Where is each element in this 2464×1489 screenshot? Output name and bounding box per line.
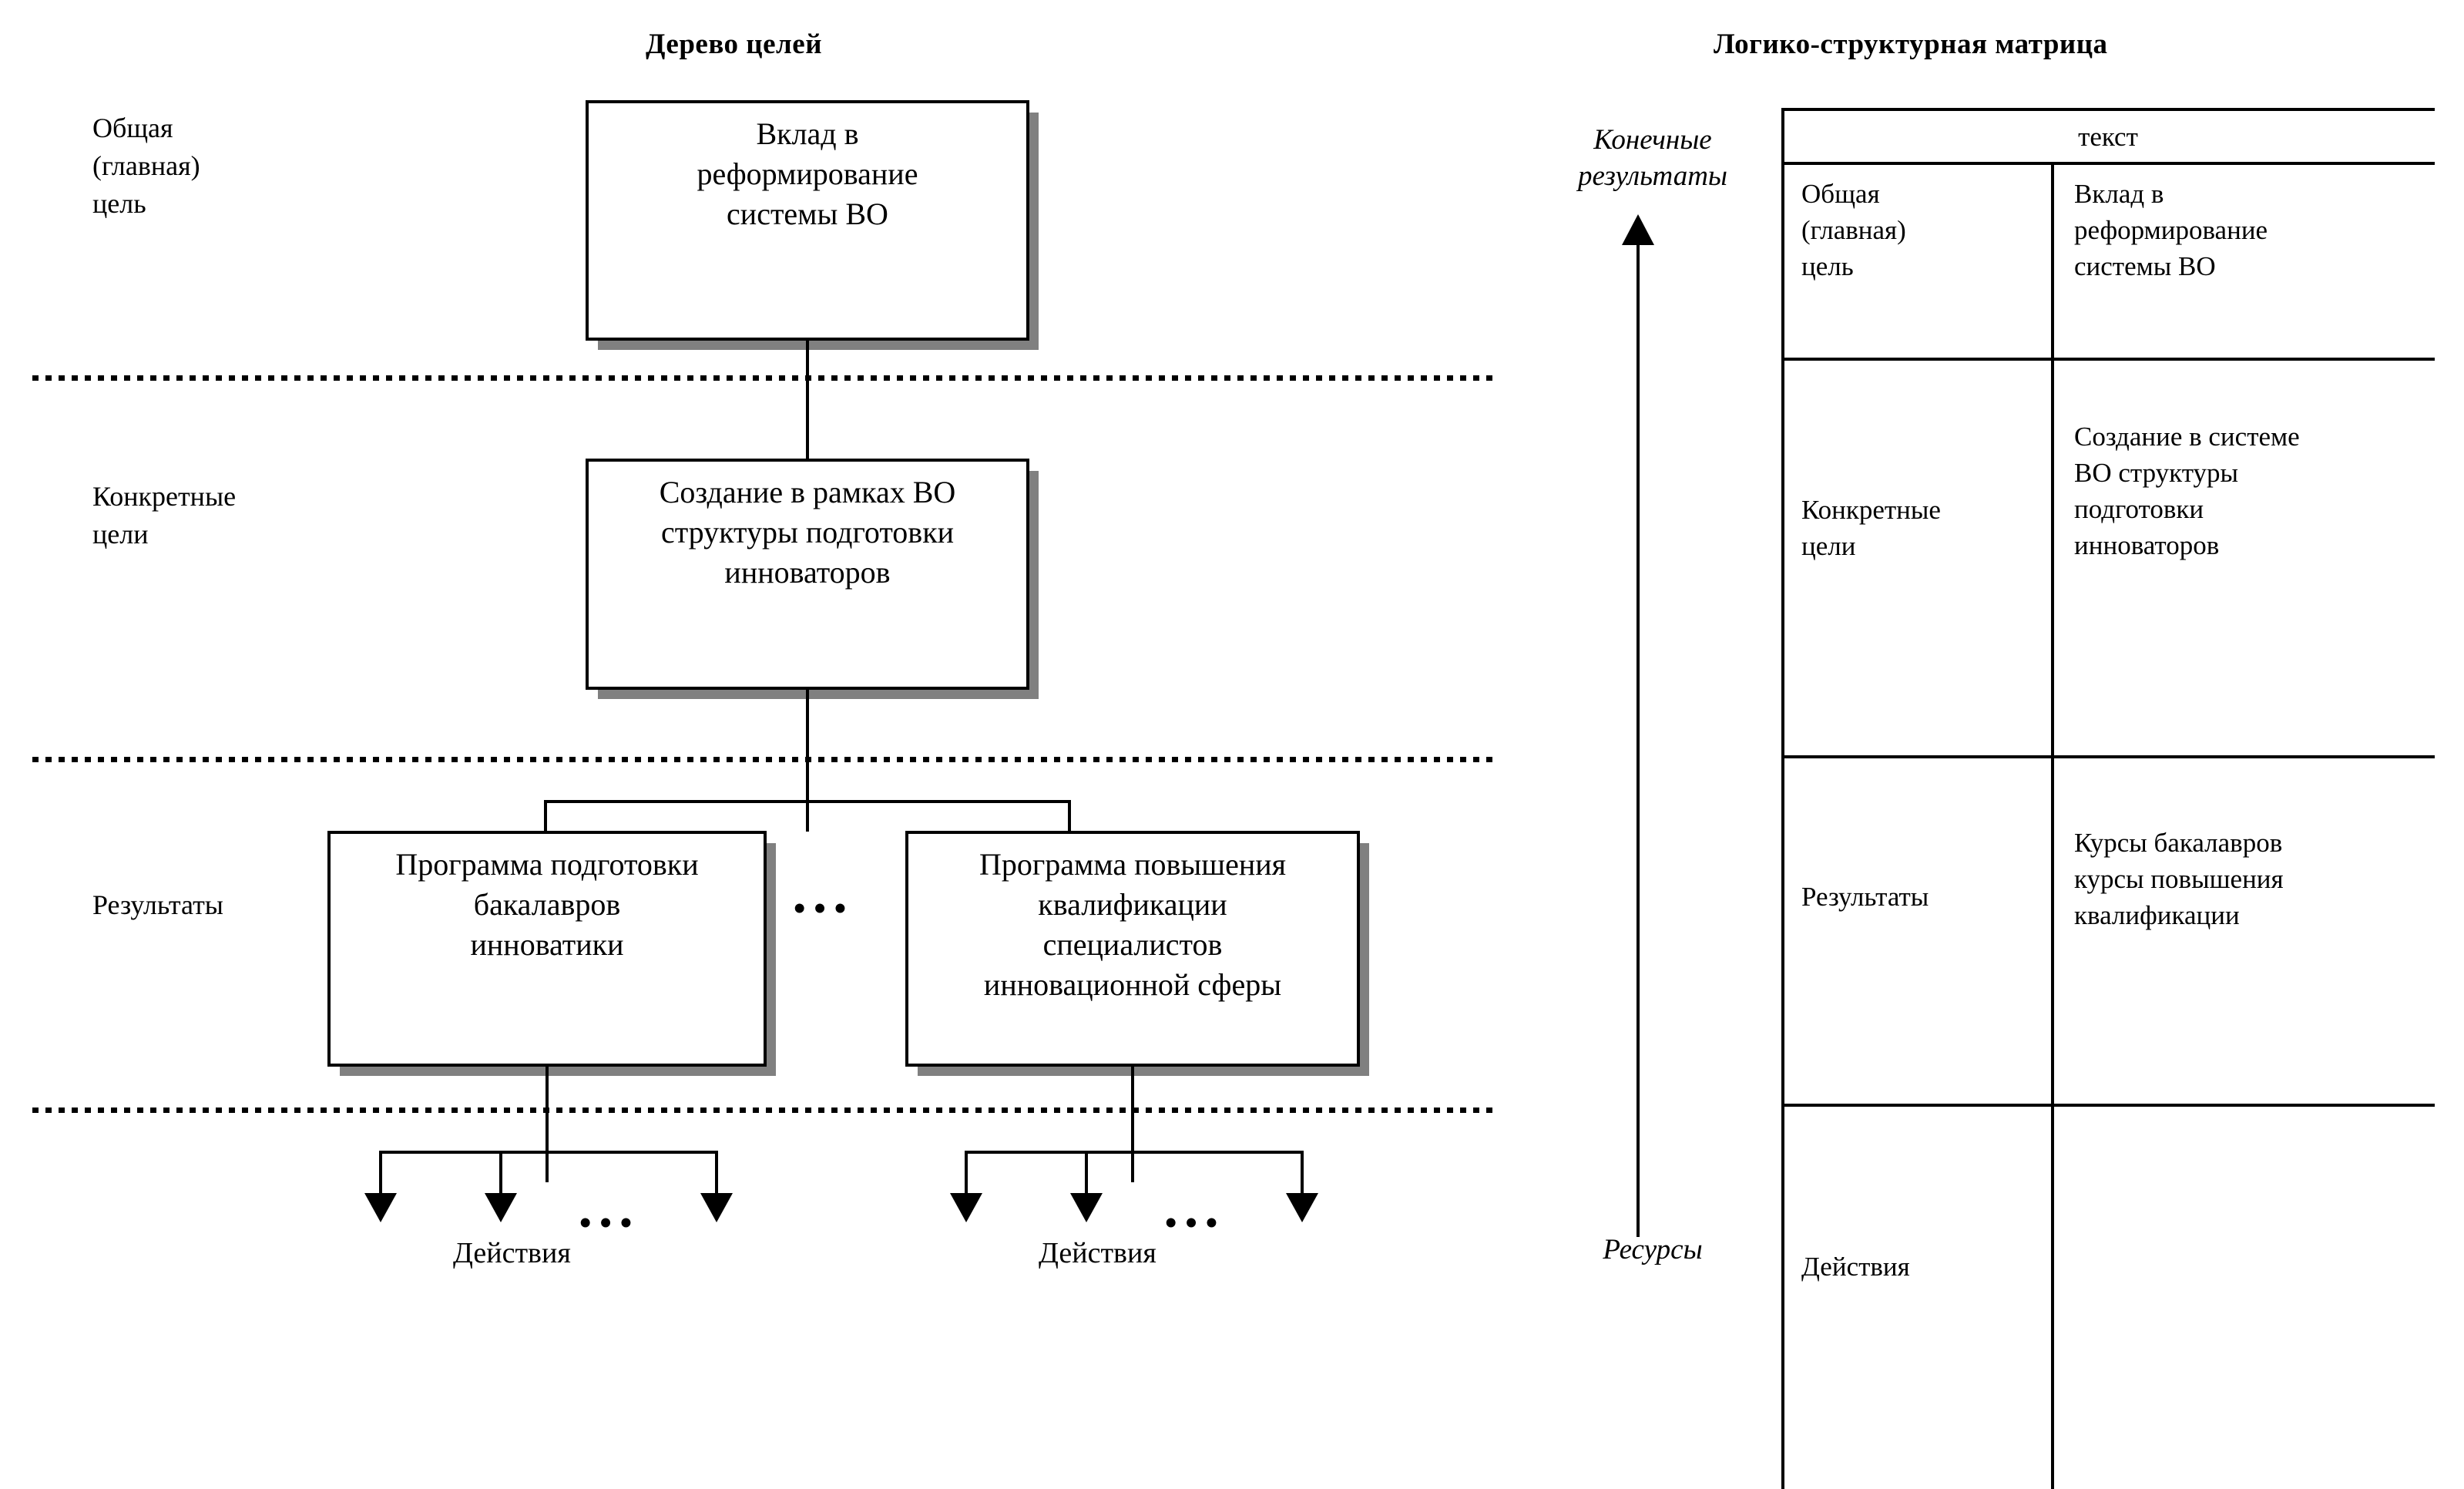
matrix-rule-row2-bottom — [1781, 755, 2435, 758]
right-action-arrow-2-head — [1070, 1193, 1103, 1222]
right-action-arrow-1-head — [950, 1193, 982, 1222]
stage-divider-1 — [32, 375, 1499, 381]
matrix-rule-header-bottom — [1781, 162, 2435, 165]
stage-divider-3 — [32, 1108, 1499, 1113]
left-panel-title: Дерево целей — [646, 29, 823, 60]
right-action-arrow-1-stem — [965, 1151, 968, 1197]
left-action-arrow-3-stem — [715, 1151, 718, 1197]
right-action-arrow-3-stem — [1301, 1151, 1304, 1197]
matrix-rule-top — [1781, 108, 2435, 111]
matrix-border-left — [1781, 108, 1784, 1489]
node-result-qualification-program-text: Программа повышения квалификации специал… — [979, 847, 1287, 1002]
left-action-arrow-1-head — [364, 1193, 397, 1222]
matrix-row-3-label: Результаты — [1801, 882, 1929, 912]
node-specific-goal-text: Создание в рамках ВО структуры подготовк… — [659, 475, 956, 590]
axis-bottom-label: Ресурсы — [1603, 1234, 1703, 1265]
matrix-row-2-label: Конкретные цели — [1801, 495, 1941, 561]
left-action-arrow-2-stem — [499, 1151, 502, 1197]
stage-label-specific-goals: Конкретные цели — [92, 481, 237, 550]
right-action-arrow-2-stem — [1085, 1151, 1088, 1197]
right-action-arrow-3-head — [1286, 1193, 1318, 1222]
node-specific-goal[interactable]: Создание в рамках ВО структуры подготовк… — [586, 459, 1029, 690]
left-action-arrow-3-head — [700, 1193, 733, 1222]
node-result-qualification-program[interactable]: Программа повышения квалификации специал… — [905, 831, 1360, 1067]
node-result-bachelor-program[interactable]: Программа подготовки бакалавров инновати… — [327, 831, 767, 1067]
logframe-matrix: текст Общая (главная) цель Вклад в рефор… — [1781, 108, 2435, 1489]
connector-purpose-to-results — [806, 690, 809, 832]
stage-label-results: Результаты — [92, 889, 223, 920]
right-actions-ellipsis: ••• — [1165, 1204, 1227, 1242]
left-action-arrow-2-head — [485, 1193, 517, 1222]
matrix-row-1-label: Общая (главная) цель — [1801, 179, 1906, 281]
axis-arrow-shaft — [1637, 243, 1640, 1237]
connector-left-actions-stem — [546, 1067, 549, 1182]
matrix-row-3-text: Курсы бакалавров курсы повышения квалифи… — [2074, 828, 2284, 930]
node-general-goal-text: Вклад в реформирование системы ВО — [697, 116, 918, 231]
left-actions-ellipsis: ••• — [579, 1204, 641, 1242]
right-panel-title: Логико-структурная матрица — [1714, 29, 2108, 60]
connector-left-actions-bus — [379, 1151, 718, 1154]
matrix-header-text: текст — [2078, 122, 2138, 152]
node-result-bachelor-program-text: Программа подготовки бакалавров инновати… — [395, 847, 699, 962]
axis-arrow-head-icon — [1622, 214, 1654, 245]
matrix-column-divider — [2051, 162, 2054, 1489]
connector-results-left-drop — [544, 800, 547, 832]
matrix-row-1-text: Вклад в реформирование системы ВО — [2074, 179, 2268, 281]
left-action-arrow-1-stem — [379, 1151, 382, 1197]
left-actions-label: Действия — [453, 1237, 571, 1269]
connector-goal-to-purpose — [806, 341, 809, 459]
matrix-rule-row1-bottom — [1781, 358, 2435, 361]
results-ellipsis: ••• — [794, 889, 855, 927]
axis-top-label: Конечные результаты — [1578, 124, 1727, 192]
right-actions-label: Действия — [1039, 1237, 1156, 1269]
matrix-row-2-text: Создание в системе ВО структуры подготов… — [2074, 422, 2300, 560]
connector-results-right-drop — [1068, 800, 1071, 832]
matrix-rule-row3-bottom — [1781, 1104, 2435, 1107]
matrix-row-4-label: Действия — [1801, 1252, 1910, 1282]
connector-results-bus — [544, 800, 1071, 803]
connector-right-actions-stem — [1131, 1067, 1134, 1182]
stage-divider-2 — [32, 757, 1499, 762]
connector-right-actions-bus — [965, 1151, 1304, 1154]
stage-label-general-goal: Общая (главная) цель — [92, 113, 200, 219]
node-general-goal[interactable]: Вклад в реформирование системы ВО — [586, 100, 1029, 341]
